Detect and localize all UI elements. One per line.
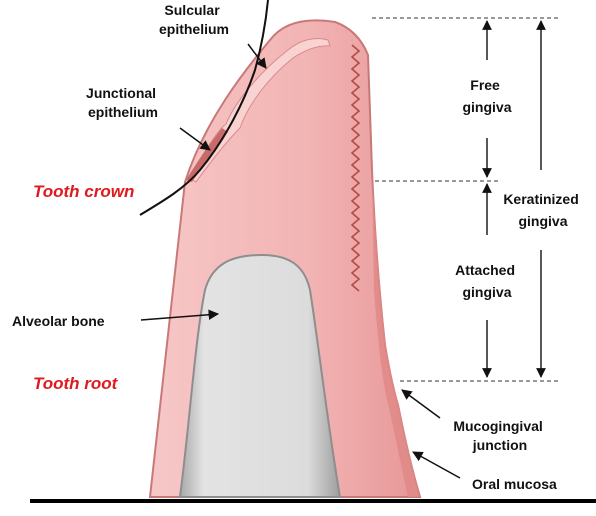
tooth-root-label: Tooth root (33, 374, 119, 393)
mucogingival-junction-label: Mucogingival junction (453, 418, 546, 453)
junctional-epithelium-label: Junctional epithelium (86, 85, 160, 120)
alveolar-bone-label: Alveolar bone (12, 313, 105, 329)
mucogingival-junction-pointer (402, 390, 440, 418)
sulcular-epithelium-label: Sulcular epithelium (159, 2, 229, 37)
tooth-crown-label: Tooth crown (33, 182, 134, 201)
oral-mucosa-label: Oral mucosa (472, 476, 557, 492)
oral-mucosa-pointer (413, 452, 460, 478)
free-gingiva-label: Free gingiva (462, 77, 511, 115)
keratinized-gingiva-label: Keratinized gingiva (503, 191, 582, 229)
attached-gingiva-label: Attached gingiva (455, 262, 519, 300)
